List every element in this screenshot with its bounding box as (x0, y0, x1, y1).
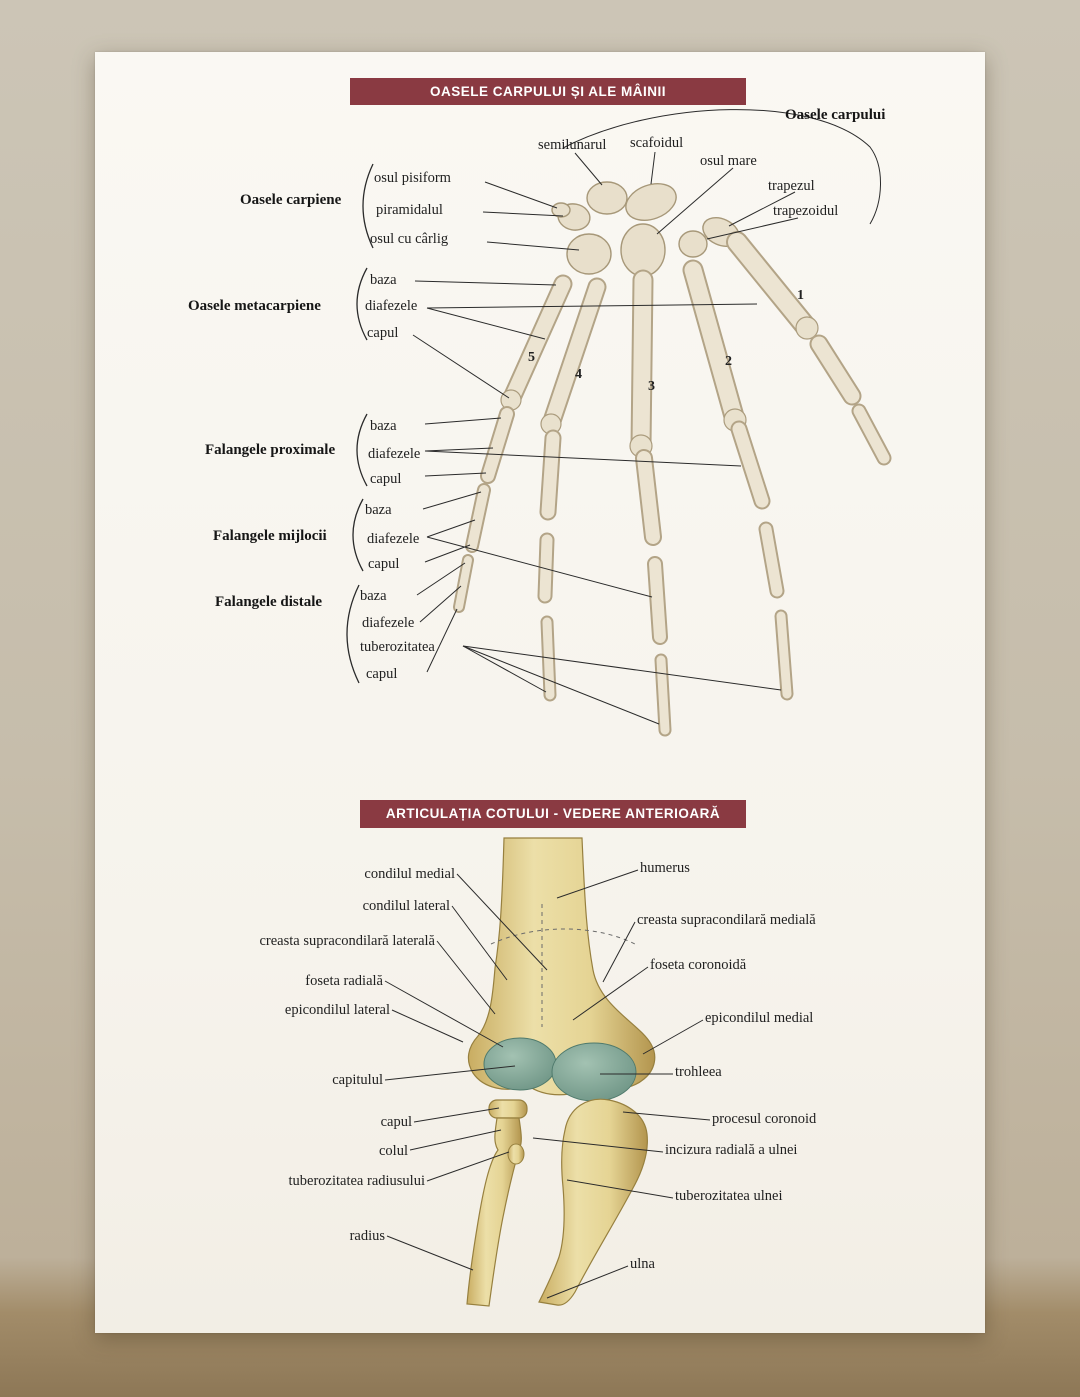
trochlea-cartilage (551, 1042, 637, 1102)
mc1-head (795, 316, 819, 340)
label-osul-pisiform: osul pisiform (374, 170, 451, 186)
book-page: OASELE CARPULUI ȘI ALE MÂINII Oasele car… (95, 52, 985, 1333)
label-pd-capul: capul (366, 666, 398, 682)
elbow-leader-lines (384, 869, 711, 1299)
label-piramidalul: piramidalul (376, 202, 443, 218)
capitulum-cartilage (483, 1037, 557, 1091)
label-oasele-carpului: Oasele carpului (785, 107, 886, 123)
capitate-bone (620, 223, 666, 277)
lunate-bone (586, 181, 628, 215)
label-osul-mare: osul mare (700, 153, 757, 169)
metacarpal-number-4: 4 (575, 367, 582, 382)
elbow-figure-title: ARTICULAȚIA COTULUI - VEDERE ANTERIOARĂ (385, 806, 721, 821)
label-epicondilul-medial: epicondilul medial (705, 1010, 814, 1026)
hamate-bone (566, 233, 612, 275)
label-mc-diafezele: diafezele (365, 298, 418, 314)
metacarpal-number-3: 3 (648, 379, 655, 394)
label-radius: radius (349, 1228, 385, 1244)
mijlocii-brace (352, 498, 364, 572)
hand-figure-title: OASELE CARPULUI ȘI ALE MÂINII (429, 84, 666, 99)
label-ulna: ulna (630, 1256, 655, 1272)
label-tuberozitatea-radiusului: tuberozitatea radiusului (288, 1173, 426, 1189)
metacarpal-number-1: 1 (797, 288, 804, 303)
metacarpal-bones (500, 231, 819, 458)
label-falangele-mijlocii: Falangele mijlocii (213, 528, 327, 544)
label-trapezoidul: trapezoidul (773, 203, 839, 219)
label-oasele-carpiene: Oasele carpiene (240, 192, 342, 208)
metacarpal-number-5: 5 (528, 350, 535, 365)
label-osul-cu-carlig: osul cu cârlig (370, 231, 449, 247)
metacarpiene-brace (356, 267, 368, 341)
label-pd-baza: baza (360, 588, 387, 604)
label-semilunarul: semilunarul (538, 137, 607, 153)
label-falangele-distale: Falangele distale (215, 594, 323, 610)
label-pm-baza: baza (365, 502, 392, 518)
proximal-phalanges (480, 334, 862, 546)
label-creasta-supracondilara-laterala: creasta supracondilară laterală (259, 933, 435, 949)
illustrations (346, 109, 892, 1307)
label-tuberozitatea-ulnei: tuberozitatea ulnei (675, 1188, 783, 1204)
label-mc-capul: capul (367, 325, 399, 341)
hand-leader-lines (346, 109, 881, 725)
label-pd-diafezele: diafezele (362, 615, 415, 631)
label-pm-capul: capul (368, 556, 400, 572)
label-pp-baza: baza (370, 418, 397, 434)
label-condilul-lateral: condilul lateral (362, 898, 450, 914)
distale-brace (346, 584, 360, 684)
proximale-brace (356, 413, 368, 487)
distal-phalanges (453, 403, 892, 737)
label-creasta-supracondilara-mediala: creasta supracondilară medială (637, 912, 816, 928)
label-colul: colul (379, 1143, 408, 1159)
label-foseta-coronoida: foseta coronoidă (650, 957, 747, 973)
label-capul: capul (380, 1114, 412, 1130)
hand-illustration (453, 181, 892, 737)
label-pd-tuberozitatea: tuberozitatea (360, 639, 435, 655)
label-incizura-radiala-a-ulnei: incizura radială a ulnei (665, 1142, 798, 1158)
label-humerus: humerus (640, 860, 690, 876)
oasele-carpului-curve (562, 109, 881, 225)
radial-tuberosity (507, 1143, 525, 1165)
carpiene-brace (362, 163, 374, 249)
label-pp-capul: capul (370, 471, 402, 487)
scaphoid-bone (625, 183, 677, 221)
elbow-illustration (466, 837, 656, 1307)
label-oasele-metacarpiene: Oasele metacarpiene (188, 298, 321, 314)
label-procesul-coronoid: procesul coronoid (712, 1111, 817, 1127)
label-falangele-proximale: Falangele proximale (205, 442, 336, 458)
hand-figure-title-banner: OASELE CARPULUI ȘI ALE MÂINII (350, 78, 746, 105)
middle-phalanges (465, 483, 785, 645)
metacarpal-number-2: 2 (725, 354, 732, 369)
trapezoid-bone (678, 230, 708, 258)
fossa-dashed-outline (490, 928, 636, 945)
carpal-bones (551, 181, 740, 277)
label-epicondilul-lateral: epicondilul lateral (284, 1002, 390, 1018)
label-trapezul: trapezul (768, 178, 815, 194)
elbow-figure-title-banner: ARTICULAȚIA COTULUI - VEDERE ANTERIOARĂ (360, 800, 746, 828)
label-scafoidul: scafoidul (630, 135, 684, 151)
label-foseta-radiala: foseta radială (305, 973, 383, 989)
pisiform-bone (551, 202, 571, 218)
ulna-bone (538, 1098, 648, 1306)
label-trohleea: trohleea (675, 1064, 722, 1080)
label-pp-diafezele: diafezele (368, 446, 421, 462)
label-mc-baza: baza (370, 272, 397, 288)
label-capitulul: capitulul (332, 1072, 383, 1088)
label-condilul-medial: condilul medial (364, 866, 455, 882)
label-pm-diafezele: diafezele (367, 531, 420, 547)
